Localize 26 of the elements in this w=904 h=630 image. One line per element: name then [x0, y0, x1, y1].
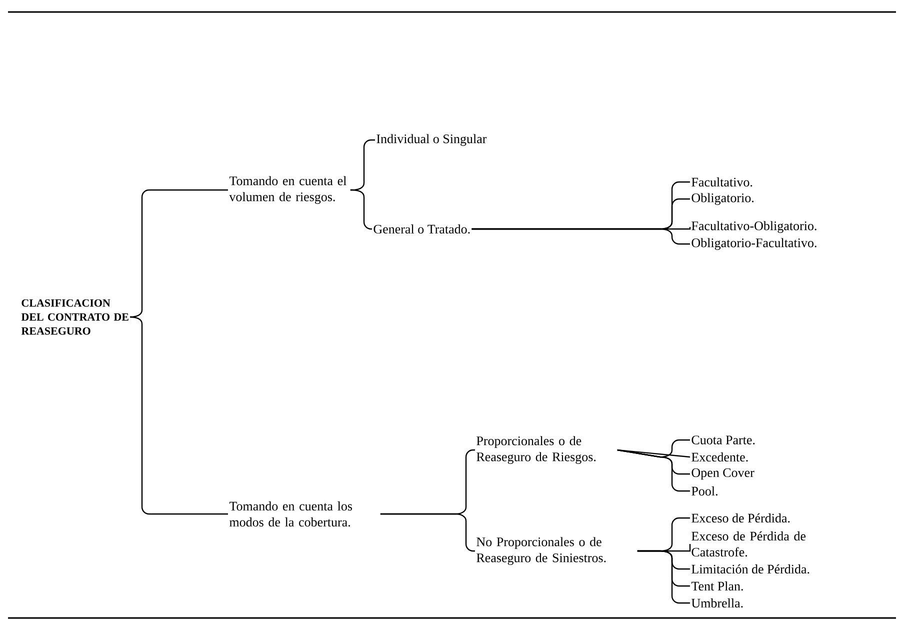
text-label: Pool.: [692, 486, 718, 496]
text-label: Excedente.: [692, 452, 748, 462]
text-label: Exceso de Pérdida de Catastrofe.: [692, 531, 806, 557]
text-label: Proporcionales o de Reaseguro de Riesgos.: [476, 436, 596, 464]
text-label: Exceso de Pérdida.: [692, 513, 790, 523]
text-label: Tomando en cuenta los modos de la cobertura.: [229, 501, 352, 527]
text-label: Individual o Singular: [376, 134, 487, 146]
text-label: Limitación de Pérdida.: [692, 564, 810, 574]
text-label: CLASIFICACION DEL CONTRATO DE REASEGURO: [21, 299, 128, 335]
bracket-line: [472, 228, 690, 245]
text-label: General o Tratado.: [374, 224, 470, 234]
text-label: Tent Plan.: [691, 581, 743, 591]
bracket-line: [617, 449, 690, 492]
text-label: Cuota Parte.: [692, 436, 755, 444]
text-label: No Proporcionales o de Reaseguro de Siniestros.: [476, 537, 606, 565]
text-label: Facultativo.: [692, 177, 752, 187]
text-label: Open Cover: [692, 468, 754, 480]
text-label: Umbrella.: [691, 598, 743, 608]
text-label: Obligatorio-Facultativo.: [692, 238, 816, 250]
text-label: Facultativo-Obligatorio.: [692, 221, 816, 233]
bracket-line: [350, 189, 372, 230]
bracket-line: [617, 449, 690, 458]
bracket-line: [129, 316, 228, 515]
text-label: Obligatorio.: [692, 193, 754, 205]
bracket-line: [637, 550, 690, 604]
text-label: Tomando en cuenta el volumen de riesgos.: [229, 176, 346, 204]
